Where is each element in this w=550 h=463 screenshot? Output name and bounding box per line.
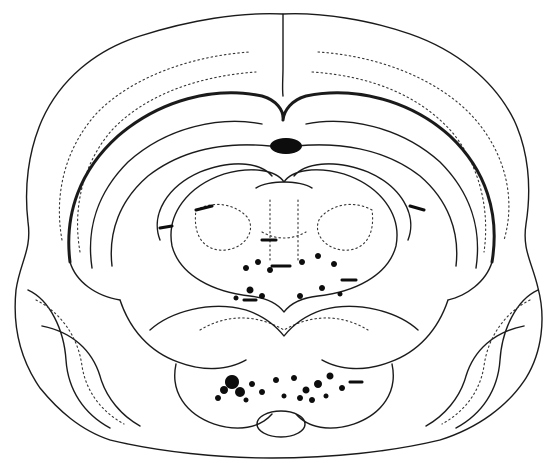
labeled-cell-dot — [273, 377, 279, 383]
dentate-gyrus — [157, 164, 411, 240]
outer-brain-contour — [15, 14, 542, 458]
labeled-cell-dot — [259, 389, 265, 395]
labeled-cell-dot — [339, 385, 345, 391]
cerebral-peduncle-right — [322, 300, 448, 369]
labeled-cell-dot — [259, 293, 265, 299]
labeled-cell-dot — [331, 261, 337, 267]
labeled-cell-dot — [244, 398, 249, 403]
labeled-cell-dot — [255, 259, 261, 265]
labeled-cell-dot — [291, 375, 297, 381]
labeled-cell-dot — [267, 267, 273, 273]
labeled-cell-dot — [324, 394, 329, 399]
labeled-cell-dot — [315, 253, 321, 259]
temporal-lobe-right — [456, 290, 538, 428]
thalamic-nuclei-right — [317, 204, 372, 250]
labeled-cell-dot — [249, 381, 255, 387]
hypothalamus-right — [296, 364, 393, 428]
ventral-tegmentum — [150, 306, 418, 336]
labeled-fiber-mark — [196, 206, 212, 210]
labeled-cell-dot — [215, 395, 221, 401]
labeled-cell-dot — [309, 397, 315, 403]
temporal-layer-right — [442, 300, 530, 424]
cortex-layer-line — [78, 72, 486, 252]
labeled-cell-dot — [282, 394, 287, 399]
hypothalamus-left — [175, 364, 272, 428]
labeled-cell-dot — [234, 296, 239, 301]
labeled-cell-dot — [319, 285, 325, 291]
labeled-fiber-mark — [160, 226, 172, 228]
labeled-cell-dot — [225, 375, 239, 389]
optic-chiasm-ellipse — [257, 411, 305, 437]
labeled-cell-dot — [338, 292, 343, 297]
labeled-cell-dot — [327, 373, 334, 380]
midline-nuclei — [262, 200, 306, 260]
labeled-cell-dot — [247, 287, 254, 294]
ventricle-arc — [256, 182, 312, 188]
external-capsule-left — [70, 262, 120, 300]
labeled-cell-dot — [297, 395, 303, 401]
injection-site — [270, 138, 302, 154]
thalamus-outline — [171, 170, 397, 312]
labeled-cell-dot — [303, 387, 310, 394]
labeled-cell-dot — [220, 386, 228, 394]
rhinal-fissure-right — [426, 326, 524, 426]
rhinal-fissure-left — [42, 326, 140, 426]
labeled-cell-dot — [314, 380, 322, 388]
ventral-midbrain — [200, 318, 368, 330]
thalamic-nuclei-left — [195, 204, 250, 250]
temporal-lobe-left — [28, 290, 110, 428]
labeled-cell-dot — [243, 265, 249, 271]
labeled-cell-dot — [297, 293, 303, 299]
hippocampus-inner — [111, 145, 457, 266]
external-capsule-right — [448, 262, 492, 300]
labeled-cell-dot — [235, 387, 245, 397]
labeled-fiber-mark — [410, 206, 424, 210]
cerebral-peduncle-left — [120, 300, 246, 369]
temporal-layer-left — [36, 300, 124, 424]
labeled-cell-dot — [299, 259, 305, 265]
corpus-callosum — [69, 93, 494, 262]
